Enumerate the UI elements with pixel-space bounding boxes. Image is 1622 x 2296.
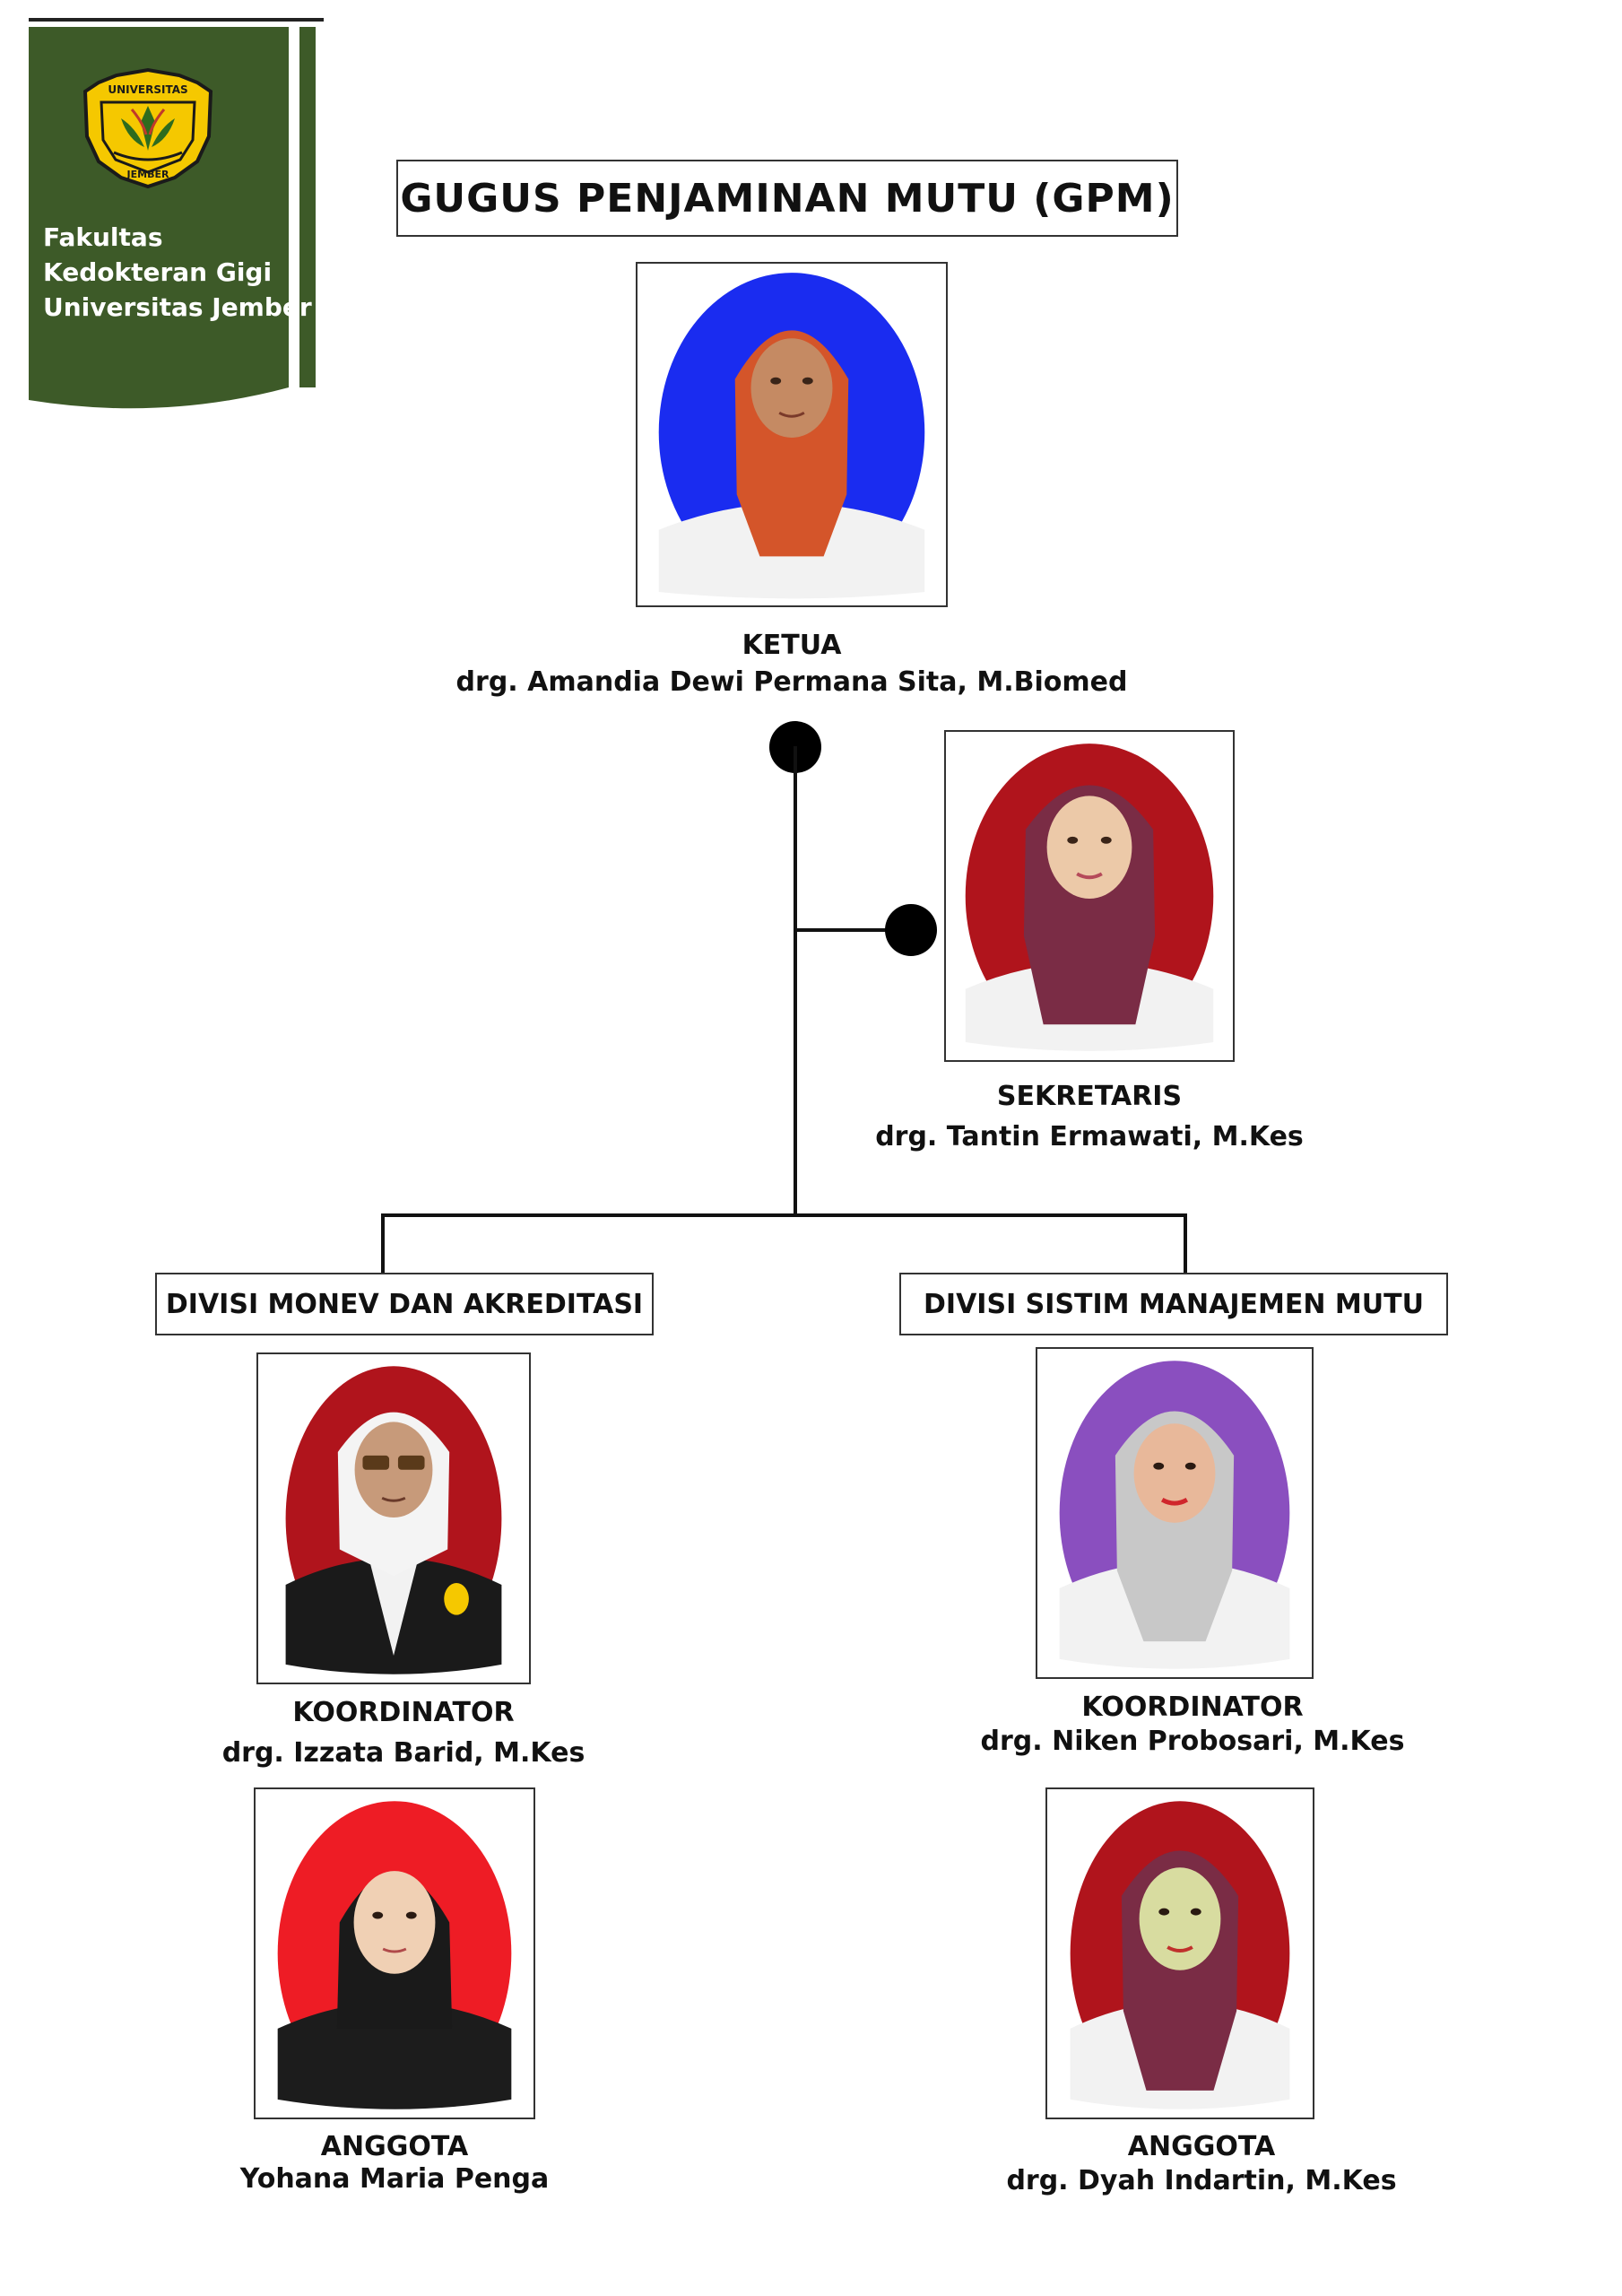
- secretary-name: drg. Tantin Ermawati, M.Kes: [875, 1121, 1304, 1152]
- division-2-coordinator-role: KOORDINATOR: [1081, 1692, 1304, 1723]
- division-left-drop: [381, 1213, 385, 1273]
- division-horizontal-connector: [381, 1213, 1186, 1217]
- division-2-coordinator-portrait: [1059, 1361, 1290, 1669]
- division-1-coordinator-portrait: [285, 1366, 502, 1674]
- emblem-text-bottom: JEMBER: [126, 169, 169, 180]
- division-1-member-name: Yohana Maria Penga: [239, 2163, 550, 2195]
- chair-role: KETUA: [742, 630, 842, 661]
- division-1-coordinator-name: drg. Izzata Barid, M.Kes: [221, 1737, 585, 1769]
- division-1-member-role: ANGGOTA: [320, 2131, 469, 2162]
- logo-text-line-3: Universitas Jember: [43, 292, 312, 322]
- emblem-text-top: UNIVERSITAS: [108, 83, 187, 96]
- division-2-member-role: ANGGOTA: [1127, 2131, 1276, 2162]
- logo-text-line-2: Kedokteran Gigi: [43, 257, 273, 287]
- chair-photo: [636, 262, 948, 607]
- division-monev-label: DIVISI MONEV DAN AKREDITASI: [155, 1273, 654, 1335]
- division-right-drop: [1184, 1213, 1187, 1273]
- division-2-coordinator-photo: [1036, 1347, 1314, 1679]
- division-1-member-portrait: [277, 1801, 512, 2109]
- secretary-connector-dot: [885, 904, 937, 956]
- chair-portrait: [658, 273, 925, 599]
- faculty-logo-banner: UNIVERSITAS JEMBER: [29, 27, 316, 409]
- page-title: GUGUS PENJAMINAN MUTU (GPM): [396, 160, 1178, 237]
- secretary-branch-connector: [795, 928, 912, 932]
- logo-banner-stripe: [299, 27, 316, 387]
- division-1-coordinator-role: KOORDINATOR: [292, 1697, 515, 1728]
- division-2-member-name: drg. Dyah Indartin, M.Kes: [1006, 2165, 1397, 2196]
- logo-text-line-1: Fakultas: [43, 222, 163, 252]
- main-vertical-connector: [794, 746, 797, 1217]
- chair-name: drg. Amandia Dewi Permana Sita, M.Biomed: [455, 666, 1128, 698]
- division-1-coordinator-photo: [256, 1352, 531, 1684]
- secretary-portrait: [965, 744, 1214, 1051]
- division-2-coordinator-name: drg. Niken Probosari, M.Kes: [980, 1726, 1405, 1757]
- division-1-member-photo: [254, 1787, 535, 2119]
- university-emblem: [82, 67, 213, 189]
- division-2-member-photo: [1045, 1787, 1314, 2119]
- secretary-photo: [944, 730, 1235, 1062]
- secretary-role: SEKRETARIS: [996, 1081, 1183, 1112]
- division-2-member-portrait: [1070, 1801, 1290, 2109]
- division-sistim-label: DIVISI SISTIM MANAJEMEN MUTU: [899, 1273, 1448, 1335]
- logo-top-rule: [29, 18, 324, 22]
